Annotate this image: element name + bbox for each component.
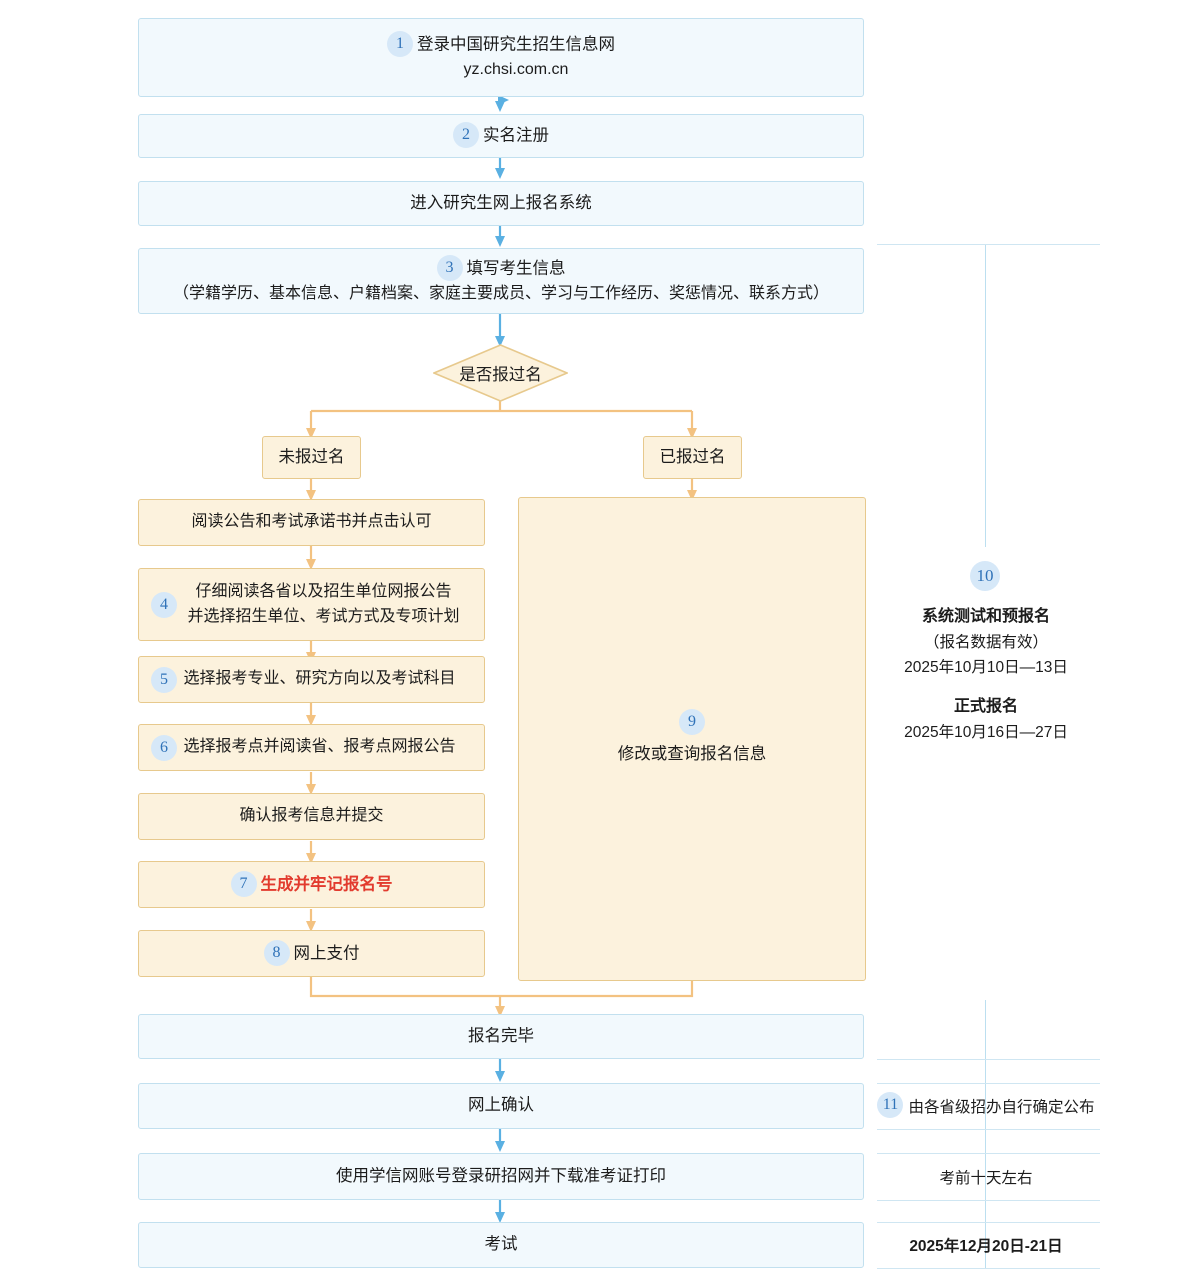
step-badge-9: 9 bbox=[679, 709, 705, 736]
step2-label: 实名注册 bbox=[483, 126, 549, 145]
sidebar-divider-3 bbox=[877, 1083, 1100, 1084]
step8-label: 网上支付 bbox=[293, 943, 360, 962]
node-read-notice[interactable]: 阅读公告和考试承诺书并点击认可 bbox=[138, 499, 485, 546]
sidebar-schedule-block: 系统测试和预报名 （报名数据有效） 2025年10月10日—13日 正式报名 2… bbox=[875, 604, 1097, 745]
exam-note-label: 2025年12月20日-21日 bbox=[909, 1238, 1063, 1255]
sidebar-divider-8 bbox=[877, 1268, 1100, 1269]
registration-done-label: 报名完毕 bbox=[468, 1026, 534, 1045]
step1-line1: 登录中国研究生招生信息网 bbox=[417, 35, 615, 54]
branch-left-label: 未报过名 bbox=[278, 447, 345, 466]
step7-label: 生成并牢记报名号 bbox=[260, 874, 393, 893]
node-exam[interactable]: 考试 bbox=[138, 1222, 864, 1268]
exam-label: 考试 bbox=[484, 1235, 518, 1254]
schedule-dates-2: 2025年10月16日—27日 bbox=[904, 724, 1068, 742]
node-online-confirm[interactable]: 网上确认 bbox=[138, 1083, 864, 1129]
step-badge-4: 4 bbox=[151, 592, 177, 618]
node-step-9[interactable]: 9 修改或查询报名信息 bbox=[518, 497, 866, 981]
step9-label: 修改或查询报名信息 bbox=[617, 745, 767, 764]
step-badge-6: 6 bbox=[151, 735, 177, 761]
step-badge-10: 10 bbox=[970, 561, 1000, 591]
node-enter-system[interactable]: 进入研究生网上报名系统 bbox=[138, 181, 864, 226]
step-badge-8: 8 bbox=[263, 939, 290, 966]
step-badge-7: 7 bbox=[230, 870, 257, 897]
node-branch-not-registered[interactable]: 未报过名 bbox=[262, 436, 361, 479]
sidebar-divider-1 bbox=[877, 244, 1100, 245]
node-step-4[interactable]: 4 仔细阅读各省以及招生单位网报公告 并选择招生单位、考试方式及专项计划 bbox=[138, 568, 485, 641]
step-badge-3: 3 bbox=[436, 254, 463, 281]
node-branch-already-registered[interactable]: 已报过名 bbox=[643, 436, 742, 479]
branch-right-label: 已报过名 bbox=[659, 447, 726, 466]
step3-line2: （学籍学历、基本信息、户籍档案、家庭主要成员、学习与工作经历、奖惩情况、联系方式… bbox=[172, 284, 829, 302]
sidebar-divider-4 bbox=[877, 1129, 1100, 1130]
diamond-shape bbox=[433, 344, 568, 402]
node-step-5[interactable]: 5 选择报考专业、研究方向以及考试科目 bbox=[138, 656, 485, 703]
sidebar-ticket-note: 考前十天左右 bbox=[875, 1166, 1097, 1191]
sidebar-schedule-badge-row: 10 bbox=[935, 561, 1035, 592]
sidebar-vline-1 bbox=[985, 245, 986, 547]
node-confirm-submit[interactable]: 确认报考信息并提交 bbox=[138, 793, 485, 840]
enter-system-label: 进入研究生网上报名系统 bbox=[410, 193, 592, 212]
step-badge-1: 1 bbox=[387, 31, 413, 58]
decision-label: 是否报过名 bbox=[459, 366, 542, 384]
sidebar-divider-7 bbox=[877, 1222, 1100, 1223]
node-admission-ticket[interactable]: 使用学信网账号登录研招网并下载准考证打印 bbox=[138, 1153, 864, 1200]
step1-line2: yz.chsi.com.cn bbox=[463, 61, 569, 79]
read-notice-label: 阅读公告和考试承诺书并点击认可 bbox=[191, 513, 432, 531]
step-badge-2: 2 bbox=[453, 122, 479, 148]
node-step-6[interactable]: 6 选择报考点并阅读省、报考点网报公告 bbox=[138, 724, 485, 771]
step4-line1: 仔细阅读各省以及招生单位网报公告 bbox=[195, 582, 452, 600]
step-badge-5: 5 bbox=[151, 667, 177, 693]
node-decision-registered-before[interactable]: 是否报过名 bbox=[433, 344, 568, 402]
schedule-dates: 2025年10月10日—13日 bbox=[904, 659, 1068, 677]
step5-label: 选择报考专业、研究方向以及考试科目 bbox=[183, 670, 456, 688]
confirm-note-label: 由各省级招办自行确定公布 bbox=[908, 1099, 1095, 1116]
sidebar-vline-2 bbox=[985, 1000, 986, 1268]
confirm-submit-label: 确认报考信息并提交 bbox=[239, 807, 384, 825]
sidebar-divider-6 bbox=[877, 1200, 1100, 1201]
step9-badge-row: 9 bbox=[529, 709, 855, 736]
node-registration-done[interactable]: 报名完毕 bbox=[138, 1014, 864, 1059]
ticket-note-label: 考前十天左右 bbox=[939, 1170, 1033, 1187]
online-confirm-label: 网上确认 bbox=[468, 1096, 534, 1115]
schedule-title: 系统测试和预报名 bbox=[921, 608, 1050, 625]
sidebar-divider-2 bbox=[877, 1059, 1100, 1060]
sidebar-exam-note: 2025年12月20日-21日 bbox=[875, 1234, 1097, 1259]
schedule-title-2: 正式报名 bbox=[953, 698, 1018, 716]
step6-label: 选择报考点并阅读省、报考点网报公告 bbox=[183, 738, 456, 756]
step4-line2: 并选择招生单位、考试方式及专项计划 bbox=[187, 607, 460, 625]
schedule-subtitle: （报名数据有效） bbox=[923, 633, 1048, 651]
step-badge-11: 11 bbox=[877, 1092, 904, 1118]
sidebar-divider-5 bbox=[877, 1153, 1100, 1154]
step3-line1: 填写考生信息 bbox=[466, 258, 566, 277]
admission-ticket-label: 使用学信网账号登录研招网并下载准考证打印 bbox=[336, 1166, 666, 1185]
